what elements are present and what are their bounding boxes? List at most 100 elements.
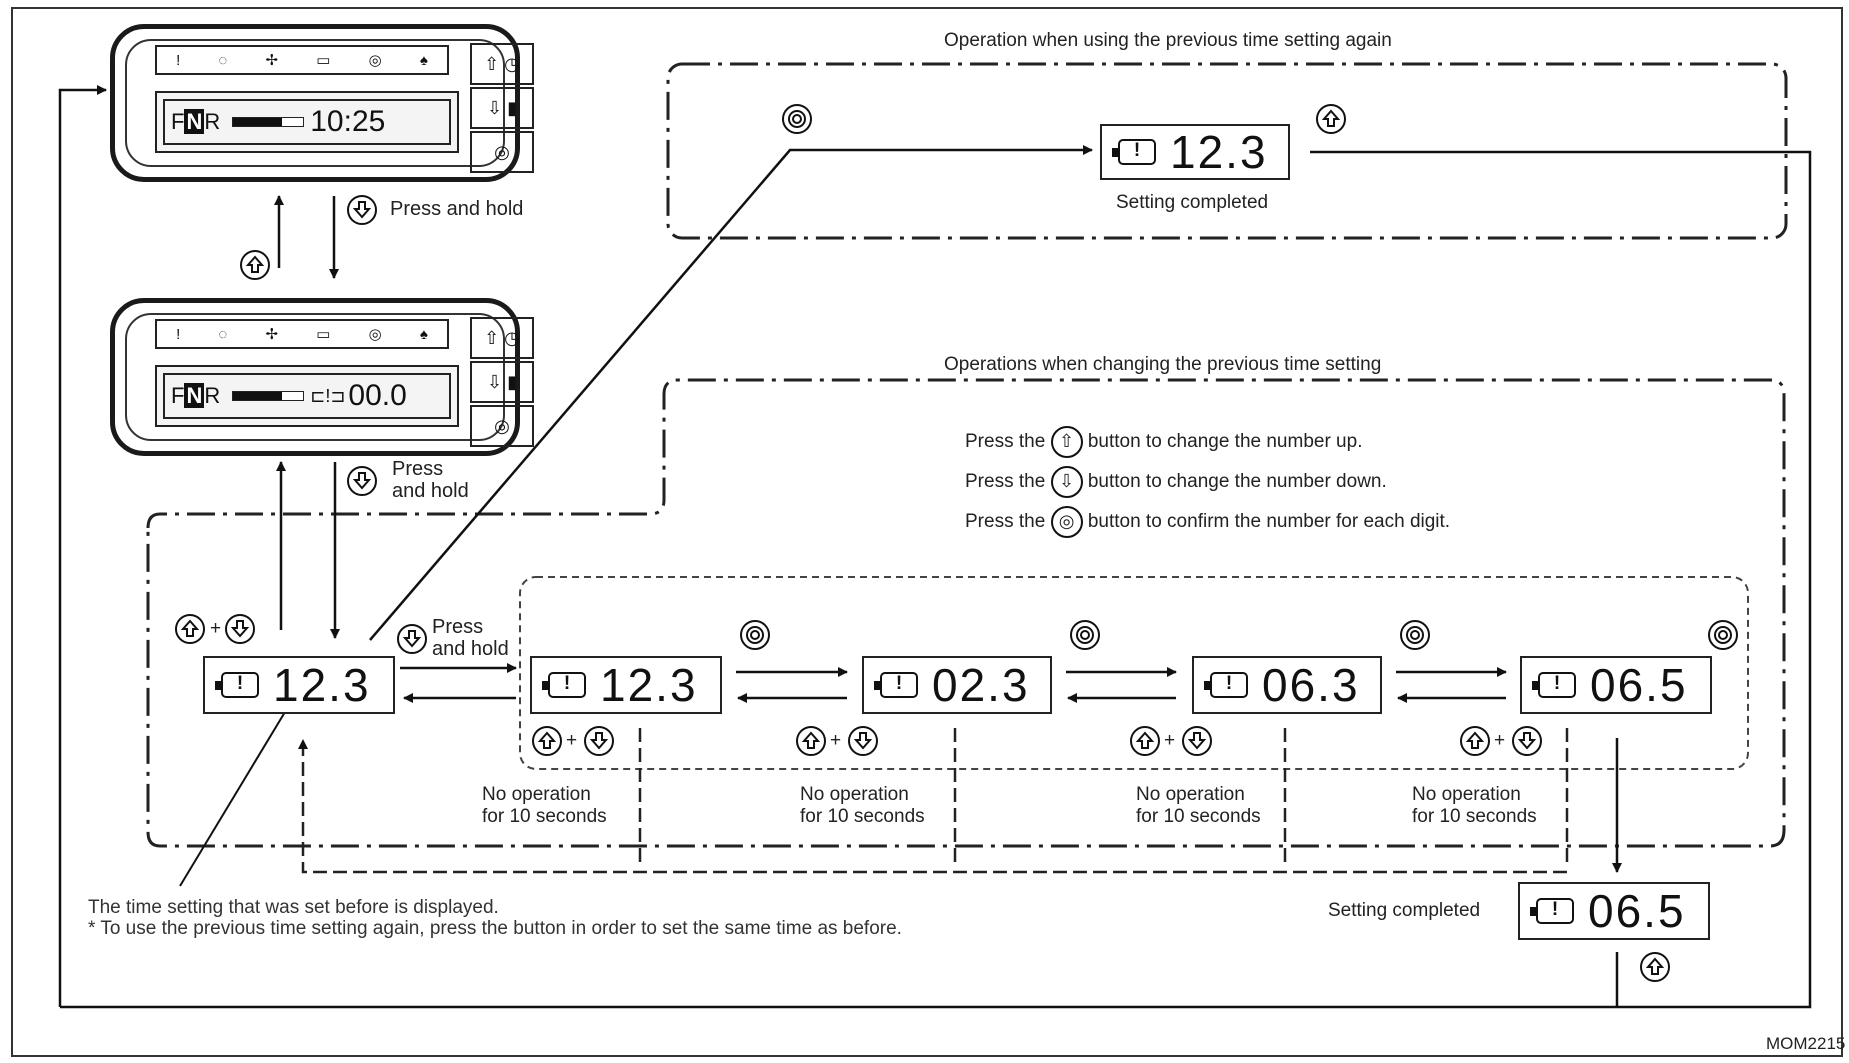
up-arrow-icon: ⇧ [1050, 426, 1083, 458]
up-arrow-button-icon [796, 726, 826, 756]
warning-icon: ! [176, 325, 181, 343]
meter-panel-top: ! ◌ ✢ ▭ ◎ ♠ FNR 10:25 ⇧ ◷ ⇩ ▮ ◎ [110, 24, 534, 182]
no-operation-label: No operation [482, 784, 591, 805]
lcd-step-3: ! 06.3 [1192, 656, 1382, 714]
up-clock-button[interactable]: ⇧ ◷ [470, 317, 534, 359]
confirm-button-icon [782, 104, 812, 134]
up-arrow-button-icon [532, 726, 562, 756]
fnr-indicator: FNR [171, 109, 221, 134]
note-line-1: The time setting that was set before is … [88, 897, 499, 918]
plus-sign: + [210, 618, 222, 639]
up-arrow-button-icon [1316, 104, 1346, 134]
previous-setting-box [666, 62, 1788, 240]
brake-icon: ◎ [368, 52, 382, 69]
changing-setting-box [146, 378, 1786, 848]
no-operation-label: No operation [1412, 784, 1521, 805]
confirm-button[interactable]: ◎ [470, 405, 534, 447]
note-line-2: * To use the previous time setting again… [88, 918, 902, 939]
lcd-step-1: ! 12.3 [530, 656, 722, 714]
battery-icon: ! [1112, 139, 1156, 165]
lcd-main: ! 12.3 [203, 656, 395, 714]
down-arrow-button-icon [347, 195, 377, 225]
battery-icon: ! [542, 672, 586, 698]
lcd-final: ! 06.5 [1518, 882, 1710, 940]
press-and-hold-label: Press and hold [390, 198, 524, 220]
clock-readout: 10:25 [310, 105, 386, 138]
down-arrow-button-icon [1512, 726, 1542, 756]
battery-icon: ! [215, 672, 259, 698]
and-hold-label: and hold [392, 480, 469, 502]
up-arrow-button-icon [1460, 726, 1490, 756]
up-arrow-button-icon [1640, 952, 1670, 982]
confirm-button-icon [740, 620, 770, 650]
instruction-up: Press the ⇧ button to change the number … [965, 426, 1362, 458]
up-clock-button[interactable]: ⇧ ◷ [470, 43, 534, 85]
temp-icon: ✢ [265, 52, 279, 69]
fuel-meter [232, 391, 305, 401]
instruction-confirm: Press the ◎ button to confirm the number… [965, 506, 1450, 538]
lcd-previous: ! 12.3 [1100, 124, 1290, 180]
plus-sign: + [566, 730, 578, 751]
down-hour-button[interactable]: ⇩ ▮ [470, 87, 534, 129]
down-arrow-icon: ⇩ [1050, 466, 1083, 498]
setting-completed-label: Setting completed [1116, 192, 1269, 213]
battery-icon: ! [1532, 672, 1576, 698]
down-arrow-button-icon [1182, 726, 1212, 756]
no-operation-label: for 10 seconds [800, 806, 925, 827]
confirm-button[interactable]: ◎ [470, 131, 534, 173]
press-label: Press [432, 616, 484, 638]
no-operation-label: No operation [1136, 784, 1245, 805]
instruction-down: Press the ⇩ button to change the number … [965, 466, 1387, 498]
confirm-button-icon [1070, 620, 1100, 650]
meter-panel-bottom: ! ◌ ✢ ▭ ◎ ♠ FNR ⊏!⊐ 00.0 ⇧ ◷ ⇩ ▮ ◎ [110, 298, 534, 456]
heading-changing: Operations when changing the previous ti… [944, 354, 1382, 375]
and-hold-label: and hold [432, 638, 509, 660]
battery-icon: ! [1204, 672, 1248, 698]
down-arrow-button-icon [397, 624, 427, 654]
warning-lamp-row: ! ◌ ✢ ▭ ◎ ♠ [155, 45, 449, 75]
up-arrow-button-icon [1130, 726, 1160, 756]
lcd-step-4: ! 06.5 [1520, 656, 1712, 714]
no-operation-label: for 10 seconds [1412, 806, 1537, 827]
heading-previous-again: Operation when using the previous time s… [944, 30, 1392, 51]
lcd-step-2: ! 02.3 [862, 656, 1052, 714]
brake-icon: ◎ [368, 326, 382, 343]
down-arrow-button-icon [848, 726, 878, 756]
confirm-button-icon [1708, 620, 1738, 650]
glow-icon: ♠ [419, 51, 428, 69]
battery-lamp-icon: ▭ [316, 52, 331, 69]
no-operation-label: for 10 seconds [1136, 806, 1261, 827]
plus-sign: + [830, 730, 842, 751]
battery-icon: ! [1530, 898, 1574, 924]
battery-lamp-icon: ▭ [316, 326, 331, 343]
figure-code: MOM2215 [1766, 1034, 1846, 1053]
hour-readout: 00.0 [348, 379, 407, 412]
fuel-meter [232, 117, 305, 127]
plus-sign: + [1494, 730, 1506, 751]
warning-lamp-row: ! ◌ ✢ ▭ ◎ ♠ [155, 319, 449, 349]
plus-sign: + [1164, 730, 1176, 751]
down-hour-button[interactable]: ⇩ ▮ [470, 361, 534, 403]
oil-icon: ◌ [218, 51, 228, 69]
battery-icon: ⊏!⊐ [310, 385, 346, 406]
warning-icon: ! [176, 51, 181, 69]
down-arrow-button-icon [347, 466, 377, 496]
setting-completed-label: Setting completed [1328, 900, 1481, 921]
no-operation-label: for 10 seconds [482, 806, 607, 827]
down-arrow-button-icon [225, 614, 255, 644]
up-arrow-button-icon [240, 250, 270, 280]
up-arrow-button-icon [175, 614, 205, 644]
digit-edit-box [519, 576, 1749, 770]
down-arrow-button-icon [584, 726, 614, 756]
no-operation-label: No operation [800, 784, 909, 805]
outer-frame [11, 7, 1843, 1057]
fnr-indicator: FNR [171, 383, 221, 408]
temp-icon: ✢ [265, 326, 279, 343]
glow-icon: ♠ [419, 325, 428, 343]
press-label: Press [392, 458, 444, 480]
confirm-button-icon [1400, 620, 1430, 650]
confirm-icon: ◎ [1050, 506, 1083, 538]
oil-icon: ◌ [218, 325, 228, 343]
